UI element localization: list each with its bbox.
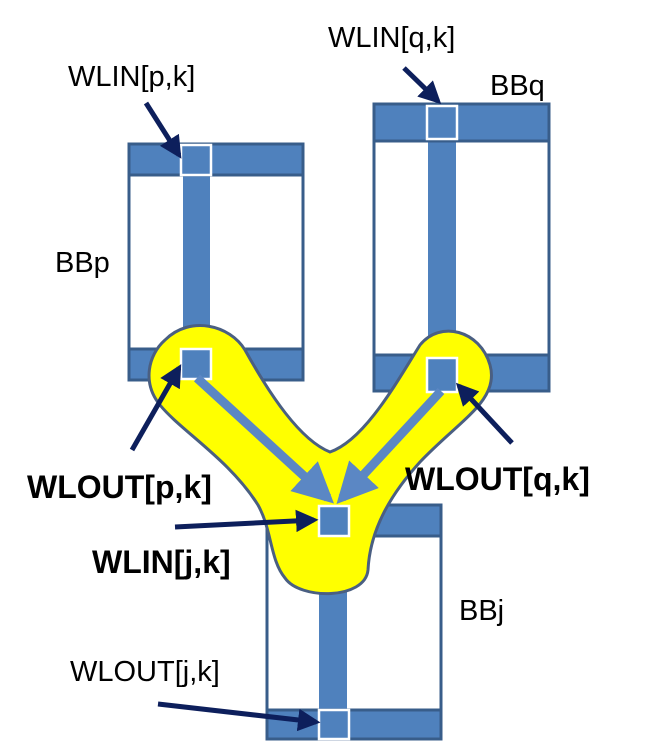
flow-arrow-p-to-j <box>193 374 334 504</box>
label-wlout-jk: WLOUT[j,k] <box>70 656 220 688</box>
label-wlout-pk: WLOUT[p,k] <box>27 469 212 505</box>
bbj-bottom-bar <box>265 708 443 741</box>
pointer-arrow-wlin-qk <box>402 66 442 105</box>
bbq-top-bar <box>372 102 551 143</box>
wlin-qk-node <box>425 104 459 141</box>
label-wlout-qk: WLOUT[q,k] <box>405 461 590 497</box>
label-wlin-qk: WLIN[q,k] <box>328 22 455 54</box>
wlout-jk-node <box>317 708 351 741</box>
flow-arrow-q-to-j <box>336 387 445 504</box>
wlout-pk-node <box>179 347 213 381</box>
wlin-jk-node <box>317 504 351 538</box>
merge-highlight-region <box>147 324 493 595</box>
wlin-pk-node <box>179 143 213 177</box>
pointer-arrow-wlout-pk <box>129 364 182 452</box>
label-wlin-pk: WLIN[p,k] <box>68 61 195 93</box>
label-bbj: BBj <box>459 595 504 627</box>
bbp-top-bar <box>127 142 305 177</box>
pointer-arrow-wlin-pk <box>143 101 182 159</box>
pointer-arrow-wlout-jk <box>157 701 321 732</box>
label-bbq: BBq <box>490 70 545 102</box>
pointer-arrow-wlin-jk <box>174 509 319 533</box>
pointer-arrow-wlout-qk <box>455 382 514 445</box>
wlout-qk-node <box>425 356 459 394</box>
label-bbp: BBp <box>55 247 110 279</box>
label-wlin-jk: WLIN[j,k] <box>92 544 231 580</box>
